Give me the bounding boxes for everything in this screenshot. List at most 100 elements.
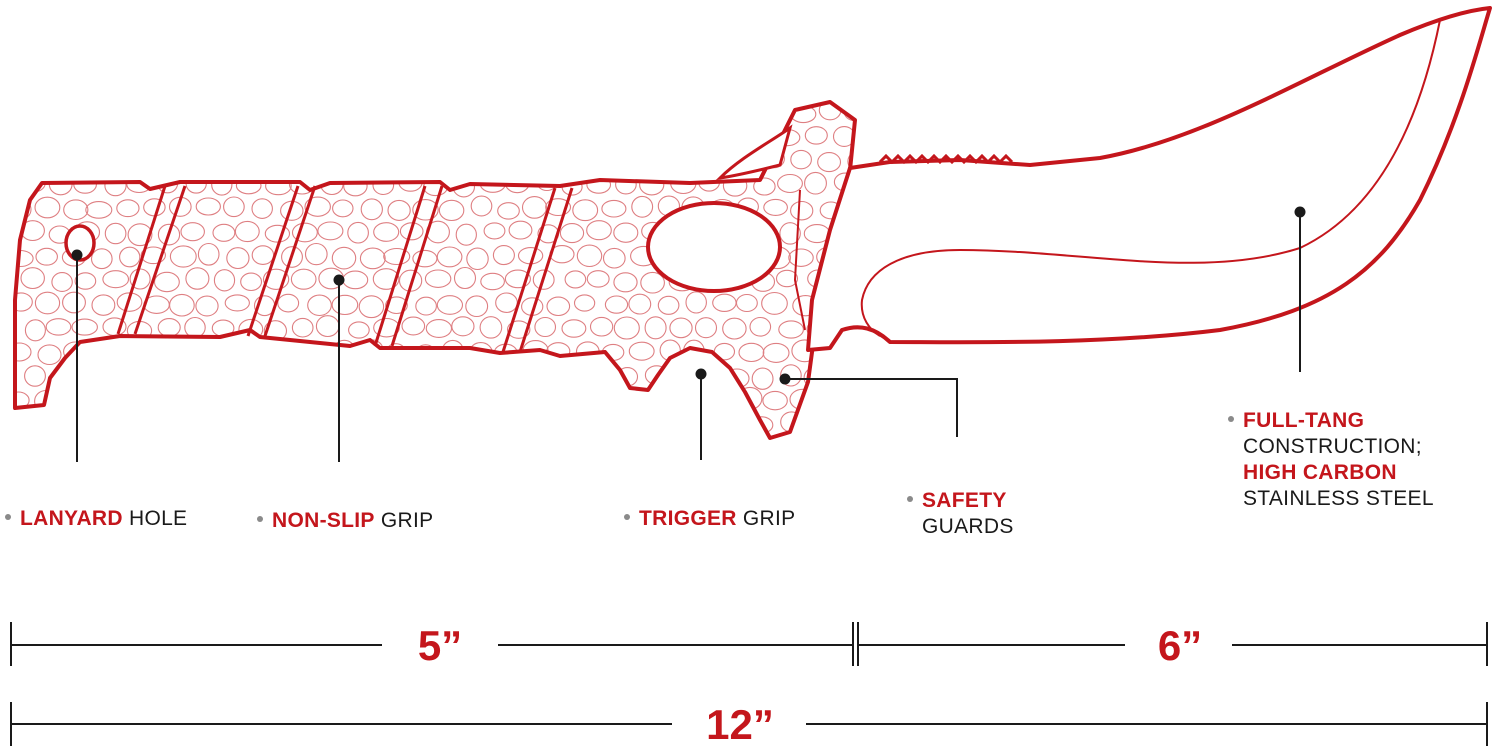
grip-stone: [464, 151, 489, 169]
grip-stone: [412, 249, 438, 268]
grip-stone: [401, 316, 426, 336]
grip-stone: [58, 392, 86, 410]
grip-stone: [644, 316, 667, 340]
grip-stone: [505, 367, 532, 388]
grip-stone: [277, 153, 302, 172]
grip-stone: [290, 268, 317, 290]
grip-stone: [196, 344, 224, 364]
grip-stone: [330, 148, 354, 172]
grip-stone: [450, 414, 477, 435]
grip-stone: [788, 248, 814, 267]
grip-stone: [91, 294, 116, 316]
grip-stone: [182, 367, 205, 388]
grip-stone: [385, 296, 408, 315]
grip-stone: [655, 104, 681, 125]
grip-stone: [346, 415, 371, 436]
grip-stone: [372, 268, 400, 290]
grip-stone: [721, 127, 749, 146]
grip-stone: [222, 105, 247, 125]
grip-stone: [573, 102, 599, 123]
grip-stone: [180, 222, 205, 242]
grip-stone: [722, 317, 747, 340]
grip-stone: [265, 176, 292, 196]
grip-stone: [504, 269, 531, 289]
grip-stone: [197, 242, 220, 266]
grip-stone: [779, 222, 801, 245]
grip-stone: [656, 148, 682, 170]
grip-stone: [455, 223, 477, 246]
grip-stone: [302, 343, 328, 367]
grip-stone: [145, 151, 169, 171]
grip-stone: [237, 365, 263, 386]
grip-stone: [34, 196, 61, 219]
grip-stone: [480, 272, 505, 291]
grip-stone: [264, 224, 291, 243]
grip-stone: [169, 245, 197, 268]
grip-stone: [315, 315, 340, 338]
grip-stone: [586, 270, 610, 288]
grip-stone: [212, 223, 236, 242]
grip-stone: [62, 291, 86, 314]
grip-stone: [425, 415, 448, 434]
grip-stone: [317, 126, 344, 149]
grip-stone: [317, 416, 340, 437]
grip-stone: [116, 150, 138, 172]
grip-stone: [753, 177, 776, 196]
grip-stone: [234, 220, 260, 243]
grip-stone: [780, 364, 802, 387]
grip-stone: [223, 392, 250, 410]
grip-stone: [398, 125, 425, 147]
grip-stone: [602, 391, 625, 409]
grip-stone: [184, 316, 206, 339]
grip-stone: [223, 343, 248, 362]
handle-medallion: [646, 201, 782, 293]
grip-stone: [509, 412, 532, 433]
grip-stone: [247, 389, 274, 410]
grip-stone: [709, 389, 734, 410]
grip-stone: [291, 317, 314, 338]
grip-stone: [601, 199, 627, 218]
grip-stone: [102, 416, 124, 435]
grip-stone: [209, 124, 234, 148]
grip-stone: [169, 293, 195, 317]
grip-stone: [19, 412, 47, 434]
grip-stone: [762, 390, 788, 411]
grip-stone: [573, 294, 596, 312]
grip-stone: [170, 343, 198, 362]
grip-stone: [277, 293, 300, 313]
dimension-lines: [10, 622, 1488, 746]
grip-stone: [331, 294, 359, 316]
grip-stone: [411, 151, 437, 170]
grip-stone: [545, 146, 572, 170]
grip-stone: [438, 199, 465, 222]
bullet-dot: [5, 514, 11, 521]
grip-stone: [15, 342, 32, 362]
grip-stone: [762, 342, 790, 363]
grip-stone: [15, 103, 31, 123]
grip-stone: [387, 199, 411, 221]
grip-stone: [388, 392, 411, 413]
callout-dots: [71, 206, 1306, 385]
grip-stone: [548, 102, 572, 120]
grip-stone: [465, 295, 489, 318]
grip-stone: [440, 152, 465, 171]
grip-stone: [143, 392, 167, 412]
grip-stone: [522, 391, 548, 414]
grip-stone: [307, 294, 332, 317]
grip-stone: [383, 102, 409, 123]
grip-stone: [157, 223, 181, 246]
callout-full-tang: FULL-TANG CONSTRUCTION; HIGH CARBON STAI…: [1228, 408, 1434, 512]
grip-stone: [281, 246, 303, 268]
grip-stone: [451, 316, 475, 337]
grip-stone: [51, 272, 73, 292]
grip-stone: [20, 267, 45, 290]
grip-stone: [602, 105, 624, 125]
grip-stone: [564, 270, 587, 289]
grip-stone: [90, 389, 117, 413]
grip-stone: [343, 175, 368, 197]
grip-stone: [415, 102, 440, 122]
grip-stone: [185, 267, 210, 290]
grip-stone: [15, 150, 33, 170]
grip-stone: [198, 151, 223, 172]
grip-stone: [412, 199, 439, 221]
